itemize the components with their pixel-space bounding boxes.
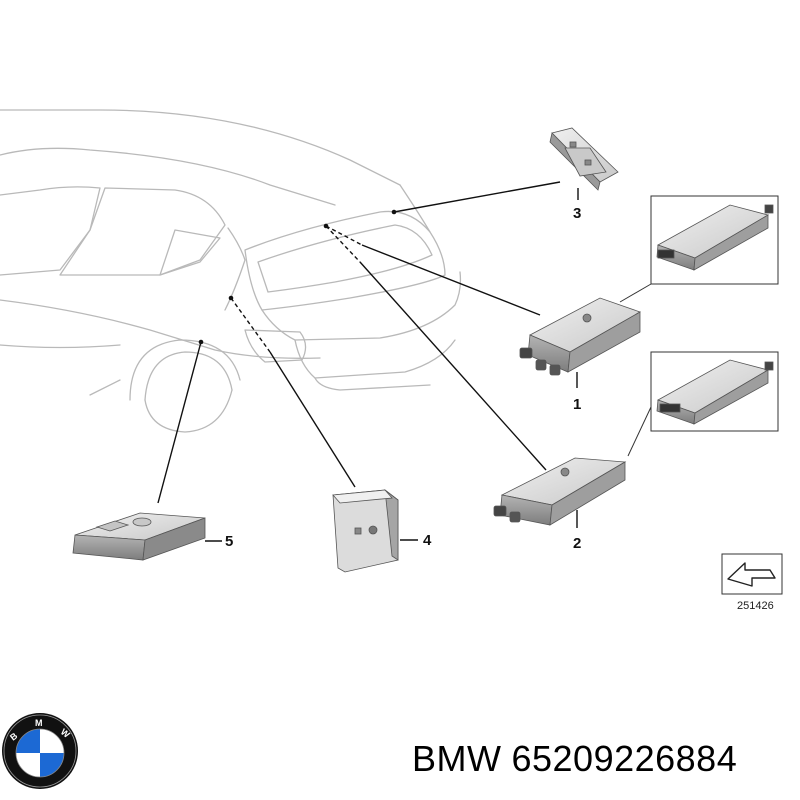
reference-icon-box (721, 553, 783, 595)
bmw-logo: B M W (2, 713, 78, 789)
callout-5: 5 (225, 533, 233, 550)
brand-name: BMW (412, 738, 502, 779)
part-1-detail-box (619, 195, 779, 303)
leader-lines (157, 181, 579, 542)
part-4-module (332, 489, 399, 573)
part-number: 65209226884 (511, 738, 738, 779)
reference-number: 251426 (737, 600, 774, 612)
svg-text:M: M (35, 718, 43, 728)
part-2-amplifier (493, 457, 627, 526)
callout-4: 4 (423, 532, 432, 549)
part-1-amplifier (519, 297, 641, 376)
part-2-detail-box (627, 351, 779, 457)
callout-3: 3 (573, 205, 581, 222)
leader-dots (198, 209, 397, 345)
callout-2: 2 (573, 535, 581, 552)
part-3-connector (549, 127, 619, 191)
car-outline (0, 109, 462, 433)
svg-text:B: B (8, 730, 20, 742)
callout-1: 1 (573, 396, 581, 413)
part-5-pad (72, 512, 206, 561)
